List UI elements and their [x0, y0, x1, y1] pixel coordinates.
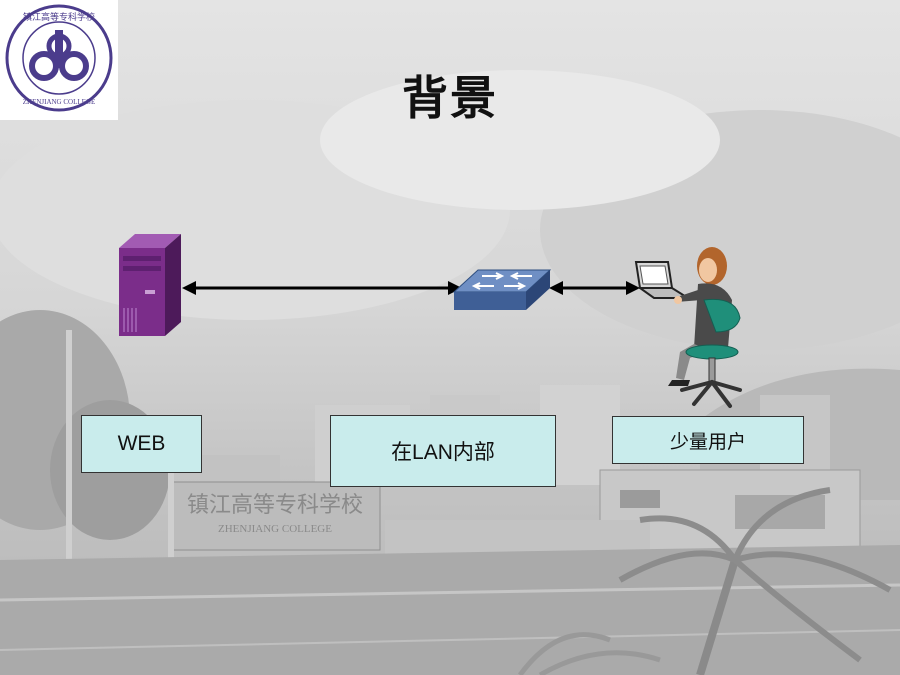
- sign-wall-english: ZHENJIANG COLLEGE: [218, 523, 332, 535]
- laptop-user-icon: [634, 247, 742, 408]
- server-icon: [119, 234, 181, 336]
- lan-label: 在LAN内部: [330, 415, 556, 487]
- sign-wall-chinese: 镇江高等专科学校: [187, 493, 363, 518]
- slide-title: 背景: [402, 71, 498, 125]
- users-label: 少量用户: [612, 416, 804, 464]
- logo-english-text: ZHENJIANG COLLEGE: [23, 98, 96, 106]
- logo-chinese-text: 镇江高等专科学校: [23, 11, 95, 23]
- arrow-web-lan: [182, 281, 462, 295]
- college-seal-icon: 镇江高等专科学校 ZHENJIANG COLLEGE: [5, 4, 113, 112]
- college-logo: 镇江高等专科学校 ZHENJIANG COLLEGE: [0, 0, 118, 120]
- arrow-lan-users: [549, 281, 640, 295]
- network-switch-icon: [452, 269, 552, 310]
- web-label: WEB: [81, 415, 202, 473]
